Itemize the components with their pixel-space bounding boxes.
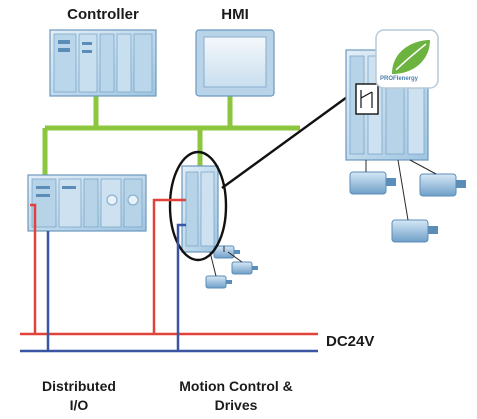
distributed-io-device xyxy=(27,174,147,232)
servo-motor-zoomed-2 xyxy=(419,173,466,197)
hmi-label: HMI xyxy=(221,6,249,23)
distributed-io-label-line1: Distributed xyxy=(42,378,116,394)
drive-device-small xyxy=(181,165,219,253)
profinet-bus xyxy=(42,96,300,176)
distributed-io-label-line2: I/O xyxy=(69,397,89,413)
servo-motor-small-3 xyxy=(205,275,232,289)
profienergy-label: PROFIenergy xyxy=(380,76,419,82)
highlight-ellipse xyxy=(168,150,228,262)
drive-device-zoomed xyxy=(345,49,429,161)
zoom-connector-line xyxy=(221,91,355,189)
motion-label-line2: Drives xyxy=(214,397,258,413)
power-wiring xyxy=(20,198,318,353)
controller-label: Controller xyxy=(67,6,139,23)
profienergy-badge xyxy=(375,29,439,89)
servo-motor-zoomed-1 xyxy=(349,171,396,195)
controller-device xyxy=(49,29,157,97)
servo-motor-small-2 xyxy=(231,261,258,275)
motion-label-line1: Motion Control & xyxy=(179,378,293,394)
servo-motor-zoomed-3 xyxy=(391,219,438,243)
servo-motor-small-1 xyxy=(213,245,240,259)
dc24v-label: DC24V xyxy=(326,333,375,350)
hmi-panel xyxy=(195,29,275,97)
